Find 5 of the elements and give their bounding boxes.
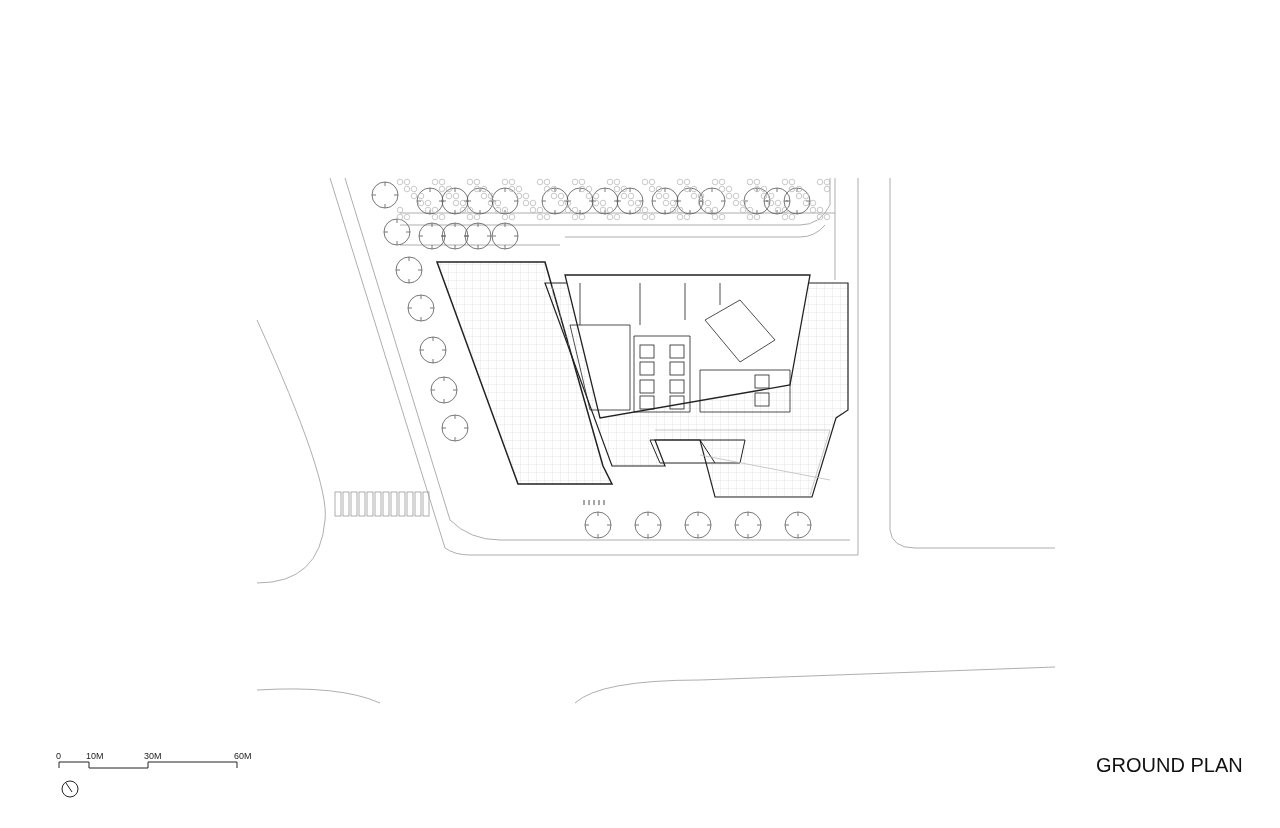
scale-label: 30M [144,751,162,761]
scale-label: 0 [56,751,61,761]
drawing-title: GROUND PLAN [1096,754,1243,777]
scale-label: 10M [86,751,104,761]
scale-label: 60M [234,751,252,761]
